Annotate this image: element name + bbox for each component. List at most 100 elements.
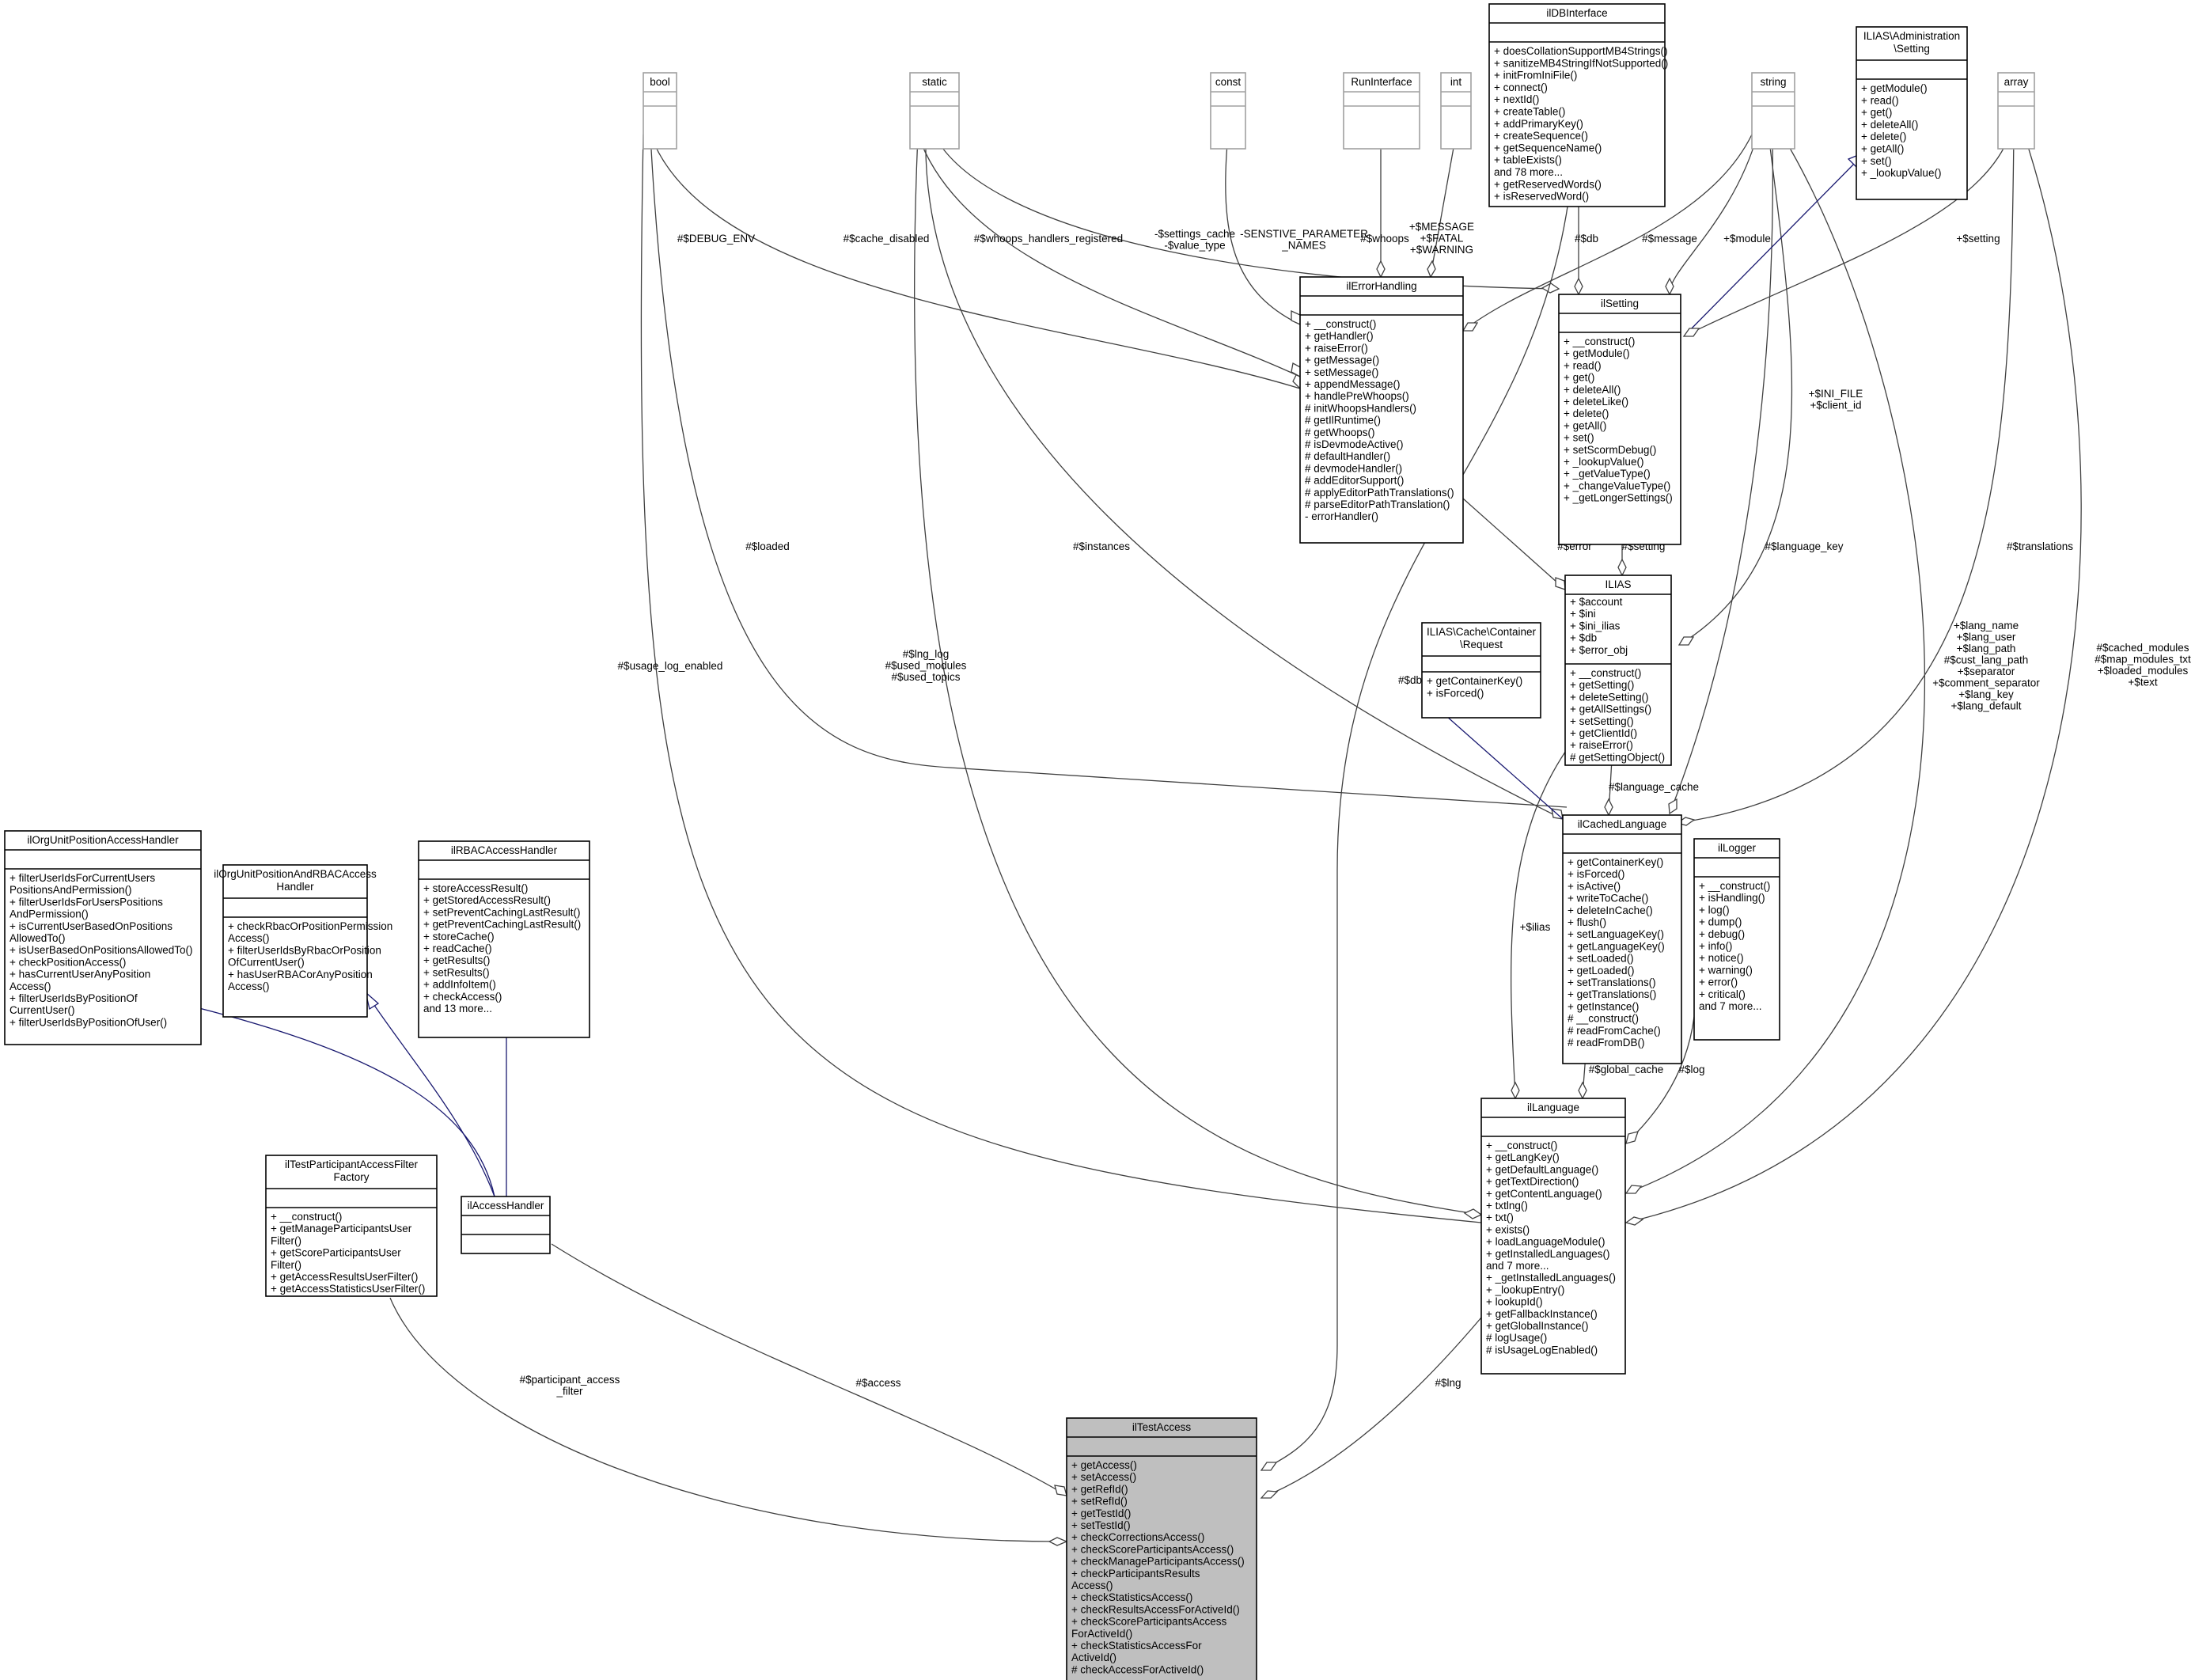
edge-array-ilcachedlanguage (1677, 134, 2015, 824)
edge-label-module: +$module (1723, 233, 1771, 245)
edge-label-message-consts: +$FATAL (1420, 233, 1464, 245)
class-method: + critical() (1699, 988, 1746, 1000)
class-method: + checkScoreParticipantsAccess() (1071, 1543, 1234, 1555)
class-method: + addInfoItem() (423, 979, 496, 991)
class-method: + getMessage() (1305, 355, 1379, 366)
class-method: + getDefaultLanguage() (1486, 1163, 1598, 1175)
class-method: and 78 more... (1494, 166, 1563, 178)
diamond-icon (1578, 1081, 1587, 1100)
class-box-cacherequest[interactable]: ILIAS\Cache\Container\Request+ getContai… (1421, 622, 1541, 719)
class-box-ilrbacaccesshandler[interactable]: ilRBACAccessHandler+ storeAccessResult()… (418, 840, 590, 1038)
class-method: # isUsageLogEnabled() (1486, 1344, 1598, 1356)
class-method: PositionsAndPermission() (9, 884, 132, 896)
class-method: + getAll() (1564, 419, 1606, 431)
class-box-ilorgunitposaccesshandler[interactable]: ilOrgUnitPositionAccessHandler+ filterUs… (4, 830, 202, 1045)
class-box-ildbinterface[interactable]: ilDBInterface+ doesCollationSupportMB4St… (1488, 3, 1668, 207)
class-box-ilaccesshandler[interactable]: ilAccessHandler (461, 1196, 551, 1254)
class-box-ilerrorhandling[interactable]: ilErrorHandling+ __construct()+ getHandl… (1299, 276, 1464, 544)
edge-label-settings-cache: -$value_type (1164, 240, 1225, 252)
class-method: + storeAccessResult() (423, 882, 528, 894)
class-title: ilLogger (1718, 842, 1757, 854)
class-method: + readCache() (423, 942, 492, 954)
edge-label-debug-env: #$DEBUG_ENV (677, 233, 755, 245)
class-method: + __construct() (1699, 880, 1770, 892)
class-method: + getSequenceName() (1494, 142, 1602, 154)
edge-static-illanguage (914, 134, 1482, 1215)
class-method: + isForced() (1427, 687, 1484, 699)
class-box-ilsetting[interactable]: ilSetting+ __construct()+ getModule()+ r… (1558, 294, 1681, 545)
class-frame (909, 72, 960, 150)
class-method: + getContainerKey() (1568, 856, 1663, 868)
class-method: + warning() (1699, 964, 1753, 976)
class-attribute: + $account (1570, 596, 1623, 608)
edge-label-setting-arr: +$setting (1956, 233, 2000, 245)
class-box-array[interactable]: array (1997, 72, 2035, 150)
class-method: + isHandling() (1699, 892, 1765, 904)
class-method: + getAll() (1861, 143, 1904, 155)
class-box-int[interactable]: int (1440, 72, 1472, 150)
class-method: + get() (1861, 107, 1892, 119)
class-method: + flush() (1568, 916, 1606, 928)
class-method: # checkAccessForActiveId() (1071, 1663, 1204, 1675)
class-method: + setTranslations() (1568, 977, 1656, 988)
class-method: + createSequence() (1494, 130, 1588, 142)
class-method: + nextId() (1494, 93, 1539, 105)
class-method: + deleteAll() (1564, 384, 1621, 396)
class-box-adminsetting[interactable]: ILIAS\Administration\Setting+ getModule(… (1856, 26, 1968, 200)
class-method: + deleteAll() (1861, 119, 1918, 131)
edge-label-usage-log: #$usage_log_enabled (618, 660, 723, 672)
edge-label-lang-strings: +$comment_separator (1932, 677, 2040, 689)
class-box-illogger[interactable]: ilLogger+ __construct()+ isHandling()+ l… (1693, 838, 1780, 1041)
class-method: + txtlng() (1486, 1200, 1528, 1212)
class-method: + notice() (1699, 952, 1744, 964)
edge-string-ilcachedlanguage (1669, 134, 1773, 814)
diamond-icon (1682, 328, 1700, 337)
class-method: and 7 more... (1486, 1260, 1549, 1272)
class-title: ilTestAccess (1132, 1421, 1192, 1433)
class-method: + setMessage() (1305, 366, 1378, 378)
class-box-static[interactable]: static (909, 72, 960, 150)
class-method: + isActive() (1568, 880, 1621, 892)
class-method: + setSetting() (1570, 715, 1634, 727)
class-method: ActiveId() (1071, 1652, 1116, 1663)
class-box-string[interactable]: string (1751, 72, 1795, 150)
class-attribute: + $ini (1570, 608, 1596, 620)
class-box-illanguage[interactable]: ilLanguage+ __construct()+ getLangKey()+… (1480, 1098, 1626, 1375)
diamond-icon (1260, 1462, 1278, 1471)
class-method: + initFromIniFile() (1494, 70, 1577, 82)
class-box-runinterface[interactable]: RunInterface (1343, 72, 1420, 150)
class-frame (1488, 3, 1666, 207)
class-title: string (1760, 76, 1786, 88)
edge-static-ilerrorhandling (917, 134, 1301, 377)
class-method: + __construct() (1564, 336, 1635, 347)
class-method: - errorHandler() (1305, 510, 1378, 522)
class-method: + read() (1861, 94, 1899, 106)
class-frame (1856, 26, 1968, 200)
edge-string-ilerrorhandling (1462, 134, 1753, 332)
class-method: + getRefId() (1071, 1483, 1128, 1495)
class-method: # isDevmodeActive() (1305, 438, 1404, 450)
class-box-const[interactable]: const (1210, 72, 1246, 150)
edge-bool-ilcachedlanguage (650, 134, 1568, 808)
class-frame (1343, 72, 1420, 150)
edge-label-whoops: #$whoops (1360, 233, 1409, 245)
class-method: + debug() (1699, 928, 1745, 940)
class-attribute: + $ini_ilias (1570, 620, 1621, 631)
class-frame (418, 840, 590, 1038)
edge-label-participant-filter: #$participant_access (520, 1374, 620, 1386)
class-box-ilias[interactable]: ILIAS+ $account+ $ini+ $ini_ilias+ $db+ … (1564, 575, 1672, 766)
edge-label-language-key: #$language_key (1765, 540, 1843, 552)
class-method: + addPrimaryKey() (1494, 118, 1583, 130)
class-box-ilcachedlanguage[interactable]: ilCachedLanguage+ getContainerKey()+ isF… (1562, 814, 1682, 1064)
class-method: + setScormDebug() (1564, 444, 1656, 456)
edge-label-lang-strings: +$lang_user (1957, 631, 2016, 643)
edge-label-cached-modules: #$cached_modules (2096, 642, 2189, 654)
class-method: + getSetting() (1570, 679, 1634, 691)
class-box-iltestaccess[interactable]: ilTestAccess+ getAccess()+ setAccess()+ … (1066, 1417, 1257, 1680)
class-box-bool[interactable]: bool (643, 72, 677, 150)
class-method: + checkResultsAccessForActiveId() (1071, 1603, 1240, 1615)
class-method: # getWhoops() (1305, 427, 1375, 438)
class-method: + deleteInCache() (1568, 904, 1653, 916)
